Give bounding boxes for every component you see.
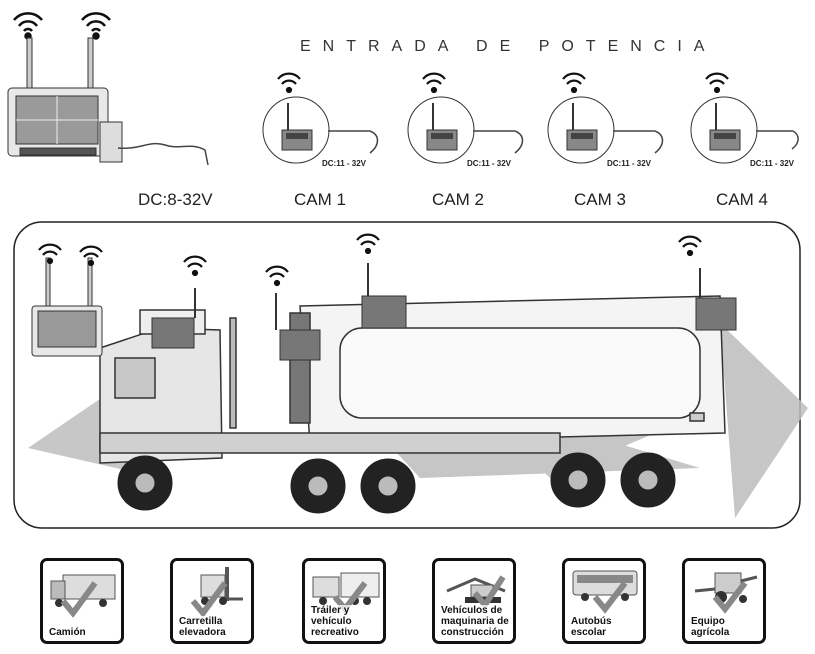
- application-tile-excavator: Vehículos de maquinaria de construcción: [432, 558, 516, 644]
- forklift-icon: [190, 567, 243, 618]
- wifi-icon: [79, 245, 103, 267]
- wifi-icon: [356, 233, 380, 255]
- top-diagram: [7, 12, 799, 166]
- truck-coverage-diagram: [13, 221, 808, 529]
- application-tile-truck: Camión: [40, 558, 124, 644]
- application-label: Vehículos de maquinaria de construcción: [439, 605, 513, 638]
- truck-cab: [99, 309, 561, 464]
- wifi-icon: [13, 12, 43, 40]
- camera-name-label: CAM 4: [716, 190, 768, 209]
- camera-diagram-1: [262, 72, 379, 164]
- camera-power-label: DC:11 - 32V: [322, 159, 367, 168]
- application-tile-trailer: Tráiler y vehículo recreativo: [302, 558, 386, 644]
- monitor-icon: [7, 37, 123, 163]
- camera-diagram-4: [690, 72, 799, 164]
- monitor-icon: [31, 257, 103, 357]
- trailer-body: [299, 295, 726, 444]
- wifi-icon: [183, 255, 207, 277]
- application-label: Tráiler y vehículo recreativo: [309, 605, 383, 638]
- camera-name-label: CAM 3: [574, 190, 626, 209]
- wifi-icon: [678, 235, 702, 257]
- bus-icon: [572, 570, 638, 614]
- camera-power-label: DC:11 - 32V: [750, 159, 795, 168]
- camera-power-label: DC:11 - 32V: [607, 159, 652, 168]
- camera-power-label: DC:11 - 32V: [467, 159, 512, 168]
- monitor-power-label: DC:8-32V: [138, 190, 213, 209]
- application-tile-forklift: Carretilla elevadora: [170, 558, 254, 644]
- wifi-icon: [81, 12, 111, 40]
- truck-wheels: [117, 452, 676, 514]
- application-tile-bus: Autobús escolar: [562, 558, 646, 644]
- application-label: Autobús escolar: [569, 616, 643, 638]
- camera-diagram-3: [547, 72, 664, 164]
- camera-name-label: CAM 1: [294, 190, 346, 209]
- truck-icon: [50, 574, 116, 618]
- application-label: Carretilla elevadora: [177, 616, 251, 638]
- application-label: Camión: [47, 627, 88, 638]
- camera-icon: [151, 263, 737, 361]
- power-input-title: ENTRADA DE POTENCIA: [300, 38, 717, 55]
- wifi-icon: [38, 243, 62, 265]
- wifi-icon: [265, 265, 289, 287]
- application-label: Equipo agrícola: [689, 616, 763, 638]
- camera-diagram-2: [407, 72, 524, 164]
- camera-name-label: CAM 2: [432, 190, 484, 209]
- harvester-icon: [694, 572, 758, 614]
- application-tile-harvester: Equipo agrícola: [682, 558, 766, 644]
